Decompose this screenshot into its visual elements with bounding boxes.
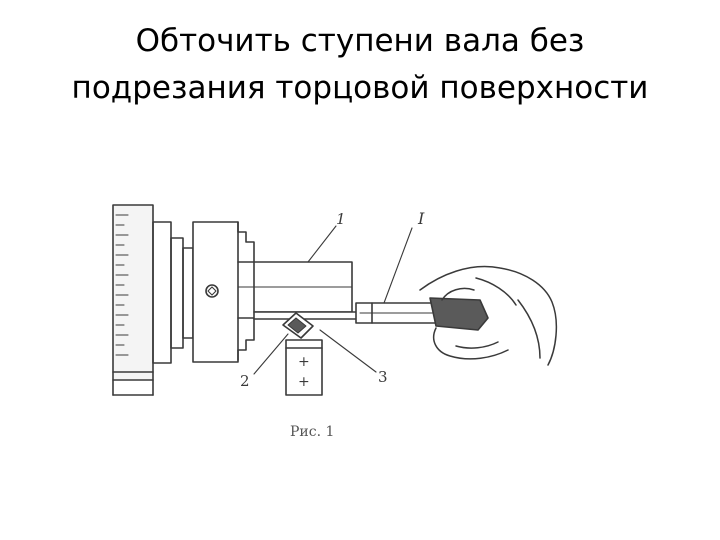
cutting-tool <box>282 312 314 339</box>
hand <box>419 265 558 366</box>
figure-caption: Рис. 1 <box>290 424 334 440</box>
gauge-rod <box>355 297 489 331</box>
callout-tool: 2 <box>240 372 250 390</box>
holder-mark-1: + <box>298 354 310 370</box>
slide-title-line-2: подрезания торцовой поверхности <box>71 70 649 106</box>
callout-gauge: I <box>417 209 425 228</box>
shaft <box>237 261 361 320</box>
slide-title-line-1: Обточить ступени вала без <box>135 23 585 59</box>
holder-mark-2: + <box>298 374 310 390</box>
tool-holder <box>285 339 323 396</box>
leader-lines <box>253 225 413 375</box>
slide-title: Обточить ступени вала без подрезания тор… <box>20 18 700 112</box>
callout-shaft: 1 <box>336 210 346 228</box>
callout-pointer: 3 <box>378 368 388 386</box>
headstock <box>112 204 184 396</box>
chuck <box>182 221 255 363</box>
